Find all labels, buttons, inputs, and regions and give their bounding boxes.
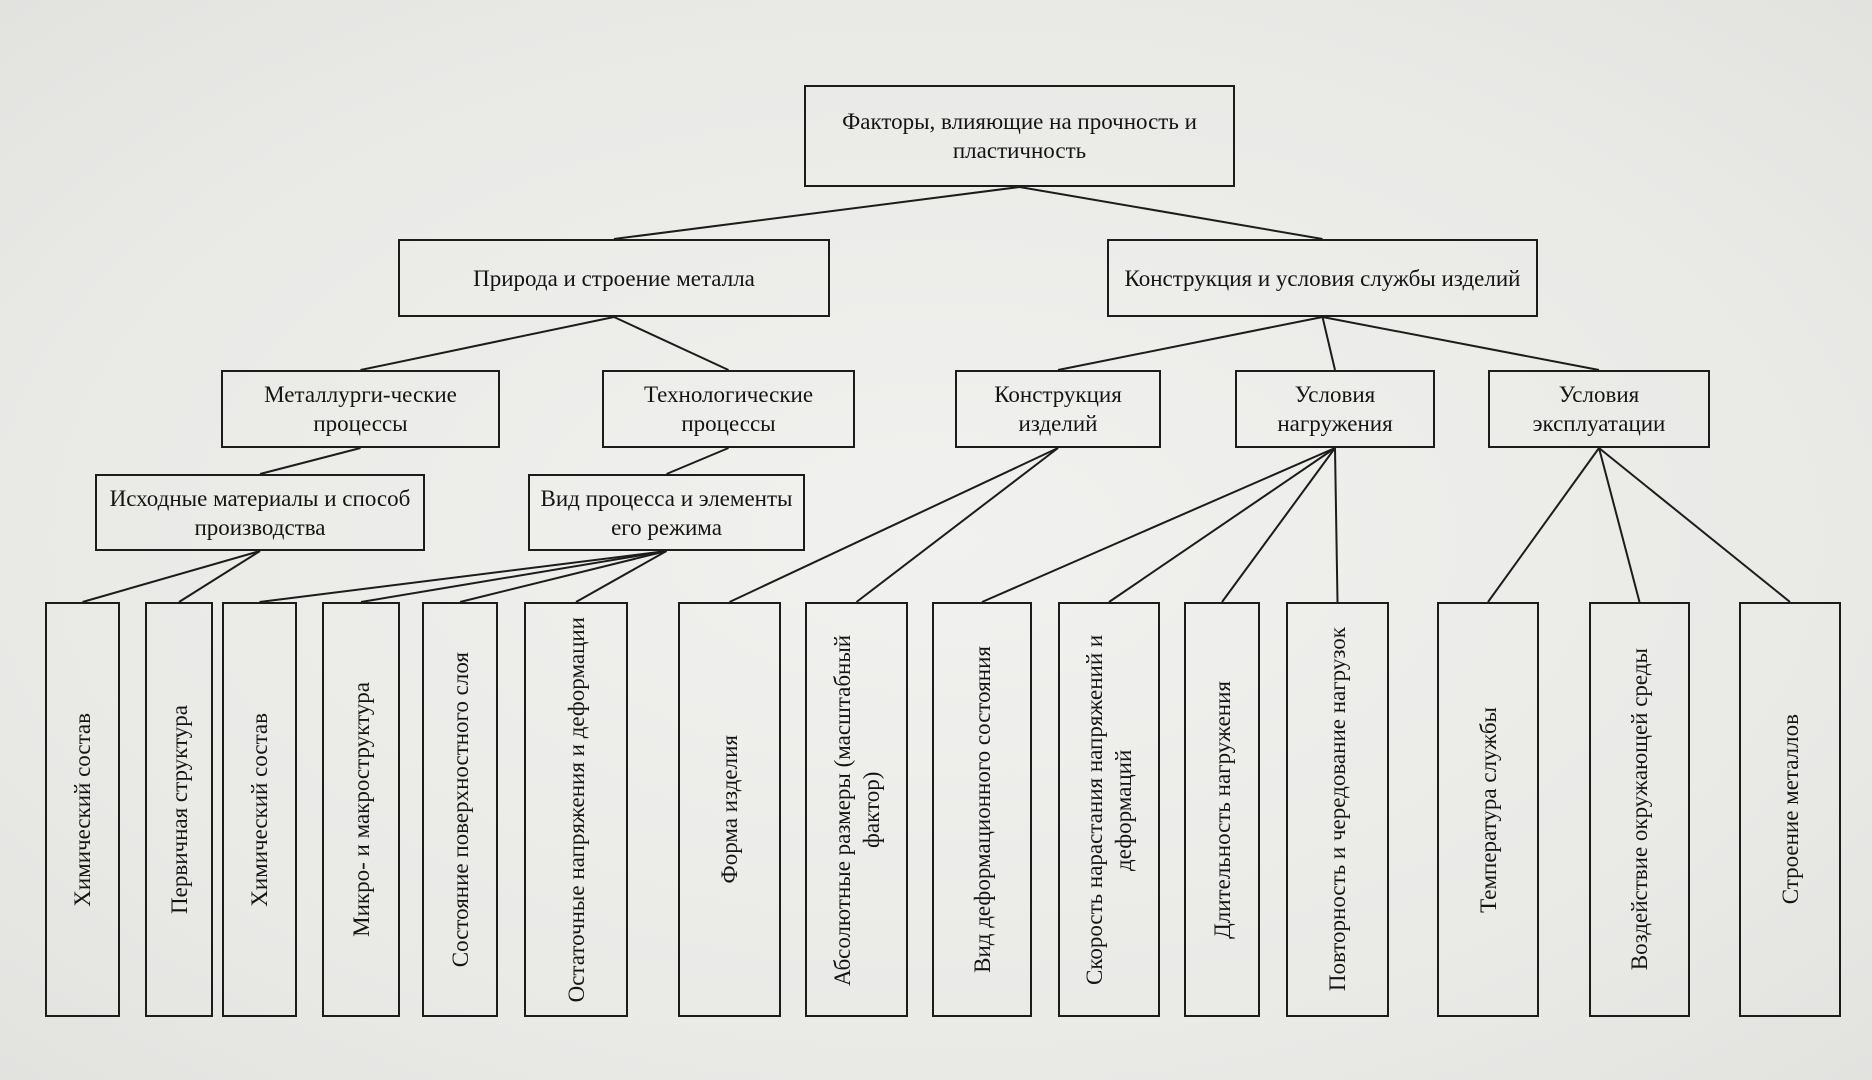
leaf-label: Повторность и чередование нагрузок bbox=[1325, 627, 1350, 992]
connector-level2-3-to-leaves-8 bbox=[981, 447, 1336, 603]
connector-root-to-level1-0 bbox=[613, 186, 1020, 240]
connector-level1-0-to-level2-1 bbox=[613, 316, 729, 371]
node-raw-materials: Исходные материалы и способ производства bbox=[95, 474, 425, 551]
leaf-label: Химический состав bbox=[247, 712, 272, 907]
leaf-label: Остаточные напряжения и деформации bbox=[563, 616, 589, 1003]
connector-level3-0-to-leaves-0 bbox=[82, 550, 261, 603]
connector-level1-0-to-level2-0 bbox=[360, 316, 615, 371]
leaf-label: Строение металлов bbox=[1777, 714, 1803, 905]
connector-level1-1-to-level2-4 bbox=[1322, 316, 1600, 371]
connector-level2-3-to-leaves-10 bbox=[1221, 447, 1336, 603]
leaf-label: Вид деформационного состояния bbox=[969, 646, 995, 973]
leaf-chemical-composition-2: Химический состав bbox=[222, 602, 297, 1017]
leaf-load-repetition: Повторность и чередование нагрузок bbox=[1286, 602, 1389, 1017]
connector-root-to-level1-1 bbox=[1019, 186, 1323, 240]
node-loading-conditions: Условия нагружения bbox=[1235, 370, 1435, 448]
node-label: Конструкция изделий bbox=[994, 382, 1122, 436]
node-label: Условия эксплуатации bbox=[1532, 382, 1666, 436]
leaf-label: Состояние поверхностного слоя bbox=[447, 651, 473, 968]
leaf-product-shape: Форма изделия bbox=[678, 602, 781, 1017]
node-nature-structure: Природа и строение металла bbox=[398, 239, 830, 317]
leaf-label: Скорость нарастания напряжений и деформа… bbox=[1082, 634, 1136, 985]
connector-level1-1-to-level2-3 bbox=[1321, 316, 1336, 371]
node-metallurgical: Металлурги-ческие процессы bbox=[221, 370, 500, 448]
leaf-label: Воздействие окружающей среды bbox=[1627, 648, 1652, 971]
node-label: Природа и строение металла bbox=[473, 265, 755, 291]
connector-level3-0-to-leaves-1 bbox=[178, 550, 261, 603]
leaf-label: Длительность нагружения bbox=[1209, 680, 1235, 939]
connector-level2-2-to-leaves-7 bbox=[855, 447, 1059, 603]
node-label: Технологические процессы bbox=[643, 382, 814, 436]
leaf-absolute-size: Абсолютные размеры (масштабный фактор) bbox=[805, 602, 908, 1017]
node-label: Исходные материалы и способ производства bbox=[109, 485, 411, 540]
leaf-primary-structure: Первичная структура bbox=[145, 602, 213, 1017]
leaf-residual-stress: Остаточные напряжения и деформации bbox=[524, 602, 628, 1017]
leaf-environment-effect: Воздействие окружающей среды bbox=[1589, 602, 1690, 1017]
connector-level2-4-to-leaves-12 bbox=[1487, 447, 1600, 603]
root-node: Факторы, влияющие на прочность и пластич… bbox=[804, 85, 1235, 187]
leaf-chemical-composition: Химический состав bbox=[45, 602, 120, 1017]
leaf-label: Температура службы bbox=[1475, 706, 1501, 913]
node-label: Вид процесса и элементы его режима bbox=[540, 485, 793, 540]
connector-level3-1-to-leaves-2 bbox=[259, 550, 667, 603]
node-design-service: Конструкция и условия службы изделий bbox=[1107, 239, 1538, 317]
leaf-loading-duration: Длительность нагружения bbox=[1184, 602, 1260, 1017]
leaf-label: Микро- и макроструктура bbox=[348, 682, 374, 937]
node-label: Условия нагружения bbox=[1277, 382, 1393, 436]
leaf-loading-rate: Скорость нарастания напряжений и деформа… bbox=[1058, 602, 1160, 1017]
connector-level2-0-to-level3-0 bbox=[259, 447, 361, 475]
root-label: Факторы, влияющие на прочность и пластич… bbox=[842, 109, 1197, 163]
connector-level2-1-to-level3-1 bbox=[666, 447, 729, 475]
node-label: Металлурги-ческие процессы bbox=[264, 382, 457, 436]
leaf-service-temperature: Температура службы bbox=[1437, 602, 1539, 1017]
leaf-micro-macro-structure: Микро- и макроструктура bbox=[322, 602, 400, 1017]
connector-level2-3-to-leaves-11 bbox=[1334, 447, 1339, 603]
connector-level3-1-to-leaves-3 bbox=[360, 550, 667, 603]
leaf-surface-layer: Состояние поверхностного слоя bbox=[422, 602, 498, 1017]
connector-level2-3-to-leaves-9 bbox=[1108, 447, 1336, 603]
node-operating-conditions: Условия эксплуатации bbox=[1488, 370, 1710, 448]
connector-level2-4-to-leaves-13 bbox=[1598, 447, 1641, 603]
connector-level1-1-to-level2-2 bbox=[1057, 316, 1323, 371]
connector-level2-2-to-leaves-6 bbox=[729, 447, 1059, 603]
leaf-metal-structure: Строение металлов bbox=[1739, 602, 1841, 1017]
connector-level3-1-to-leaves-5 bbox=[575, 550, 667, 603]
leaf-label: Химический состав bbox=[70, 712, 95, 907]
leaf-label: Абсолютные размеры (масштабный фактор) bbox=[829, 633, 884, 986]
leaf-deformation-state: Вид деформационного состояния bbox=[932, 602, 1032, 1017]
node-label: Конструкция и условия службы изделий bbox=[1124, 265, 1521, 291]
leaf-label: Первичная структура bbox=[166, 705, 192, 914]
node-product-design: Конструкция изделий bbox=[955, 370, 1161, 448]
node-process-type: Вид процесса и элементы его режима bbox=[528, 474, 805, 551]
connector-level2-4-to-leaves-14 bbox=[1598, 447, 1791, 603]
connector-level3-1-to-leaves-4 bbox=[459, 550, 667, 603]
node-technological: Технологические процессы bbox=[602, 370, 855, 448]
leaf-label: Форма изделия bbox=[717, 735, 742, 884]
